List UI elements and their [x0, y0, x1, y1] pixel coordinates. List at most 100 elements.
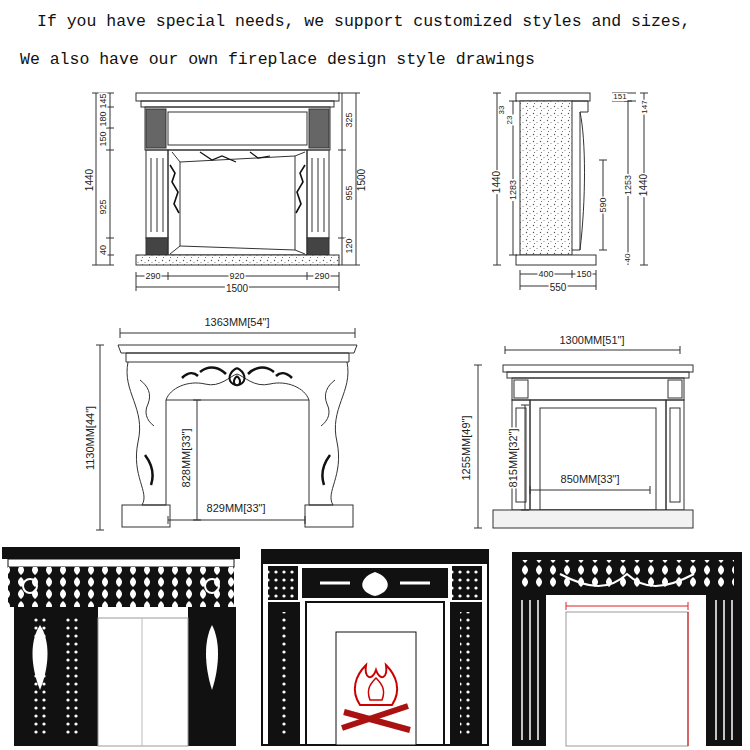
- dimension-label: 150: [99, 130, 108, 147]
- dimension-label: 151: [612, 93, 627, 101]
- dimension-label: 850MM[33"]: [560, 474, 621, 485]
- dimension-label: 120: [345, 237, 354, 254]
- front-elevation-part: [307, 238, 329, 255]
- dimension-label: 1253: [624, 174, 633, 196]
- simple-mantel-part: [507, 372, 689, 378]
- front-elevation-part: [146, 238, 168, 255]
- dimension-label: 1283: [509, 179, 518, 201]
- fire-mantel-part: [268, 566, 298, 600]
- carved-mantel-part: [145, 455, 330, 485]
- dimension-label: 40: [99, 244, 108, 256]
- side-section-part: [493, 93, 501, 265]
- simple-mantel-part: [503, 365, 693, 372]
- black-ornate-mantel-part: [23, 579, 37, 593]
- side-section-part: [624, 93, 648, 265]
- dimension-label: 1255MM[49"]: [461, 414, 472, 481]
- carved-mantel-part: [230, 368, 245, 385]
- dimension-label: 1500: [225, 284, 249, 294]
- simple-mantel-part: [530, 486, 650, 494]
- side-section-part: [572, 101, 588, 250]
- dimension-label: 147: [641, 99, 649, 114]
- dimension-label: 550: [549, 283, 568, 293]
- carved-mantel-part: [166, 400, 309, 401]
- front-elevation-part: [180, 156, 295, 250]
- side-section: [493, 93, 648, 290]
- side-section-part: [580, 112, 585, 250]
- dimension-label: 1363MM[54"]: [203, 317, 270, 328]
- side-section-part: [612, 93, 636, 101]
- black-column-mantel-part: [566, 602, 688, 610]
- front-elevation-part: [145, 107, 330, 150]
- simple-mantel: [474, 346, 693, 528]
- black-column-mantel-part: [546, 595, 706, 746]
- front-elevation-part: [151, 158, 324, 232]
- carved-mantel-part: [127, 362, 348, 505]
- dimension-label: 33: [498, 105, 506, 116]
- black-ornate-mantel-part: [8, 559, 234, 567]
- page-title: If you have special needs, we support cu…: [37, 14, 691, 31]
- fire-mantel-part: [320, 582, 430, 585]
- dimension-label: 1300MM[51"]: [558, 335, 625, 346]
- fire-mantel-part: [262, 550, 488, 745]
- fire-mantel-part: [306, 602, 444, 745]
- dimension-label: 829MM[33"]: [206, 503, 267, 514]
- front-elevation-part: [92, 93, 114, 265]
- carved-mantel-part: [305, 505, 353, 527]
- front-elevation-part: [200, 152, 270, 162]
- fire-mantel-part: [362, 572, 388, 596]
- fire-mantel-part: [342, 706, 410, 730]
- dimension-label: 1500: [357, 168, 367, 192]
- carved-mantel-part: [122, 505, 170, 527]
- front-elevation: [92, 93, 360, 291]
- dimension-label: 920: [228, 272, 245, 281]
- simple-mantel-part: [666, 400, 684, 510]
- front-elevation-part: [309, 109, 329, 148]
- side-section-part: [516, 255, 596, 265]
- front-elevation-part: [170, 165, 305, 213]
- black-column-mantel: [512, 552, 742, 746]
- black-column-mantel-part: [512, 552, 742, 746]
- black-column-mantel-part: [522, 600, 732, 740]
- fire-mantel-part: [355, 665, 397, 705]
- fire-mantel-part: [302, 568, 448, 598]
- fire-mantel-part: [452, 566, 482, 600]
- dimension-label: 290: [313, 272, 330, 281]
- simple-mantel-part: [474, 365, 482, 528]
- dimension-label: 1440: [492, 170, 502, 194]
- black-ornate-mantel-part: [62, 615, 80, 735]
- black-ornate-mantel-part: [2, 547, 240, 559]
- simple-mantel-part: [514, 380, 528, 398]
- side-section-part: [599, 160, 607, 250]
- dimension-label: 150: [575, 270, 592, 279]
- dimension-label: 828MM[33"]: [181, 428, 192, 489]
- carved-mantel-part: [193, 400, 201, 520]
- black-ornate-mantel-part: [98, 618, 188, 746]
- front-elevation-part: [168, 150, 307, 255]
- black-ornate-mantel-part: [205, 579, 219, 593]
- simple-mantel-part: [521, 405, 529, 510]
- black-ornate-mantel: [2, 547, 240, 746]
- dimension-label: 400: [537, 270, 554, 279]
- subheading: We also have our own fireplace design st…: [20, 52, 535, 69]
- carved-mantel-part: [120, 328, 355, 338]
- fire-mantel-part: [460, 612, 472, 737]
- simple-mantel-part: [540, 408, 656, 510]
- black-column-mantel-part: [566, 606, 688, 746]
- black-column-mantel-part: [520, 560, 734, 588]
- dimension-label: 40: [624, 253, 632, 264]
- dimension-label: 1130MM[44"]: [85, 405, 96, 471]
- black-ornate-mantel-part: [14, 607, 98, 746]
- dimension-label: 1440: [85, 168, 95, 192]
- dimension-label: 590: [599, 196, 608, 213]
- black-ornate-mantel-part: [206, 625, 218, 690]
- dimension-label: 145: [99, 92, 108, 109]
- simple-mantel-part: [670, 408, 680, 502]
- carved-mantel-part: [168, 516, 305, 524]
- dimension-label: 1440: [639, 173, 649, 197]
- dimension-label: 23: [506, 115, 514, 126]
- fire-mantel-part: [278, 612, 290, 737]
- front-elevation-part: [136, 255, 339, 265]
- simple-mantel-part: [493, 510, 693, 528]
